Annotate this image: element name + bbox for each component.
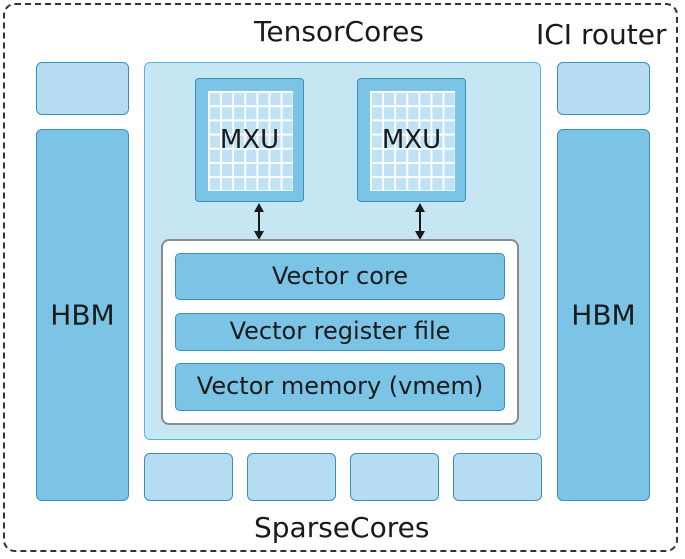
- top-left-block: [36, 62, 129, 115]
- sparsecore-4: [453, 453, 542, 501]
- arrow-left-bidirectional-icon: [254, 203, 264, 240]
- mxu-right-grid: [370, 91, 455, 191]
- hbm-left-label: HBM: [50, 298, 115, 332]
- mxu-left: MXU: [195, 78, 304, 202]
- sparsecore-2: [247, 453, 336, 501]
- hbm-right-label: HBM: [571, 298, 636, 332]
- mxu-left-grid: [208, 91, 293, 191]
- chip-outline: [3, 3, 678, 552]
- vector-register-file: Vector register file: [175, 313, 505, 351]
- hbm-right: HBM: [557, 129, 650, 501]
- arrow-right-bidirectional-icon: [415, 203, 425, 240]
- vector-memory: Vector memory (vmem): [175, 363, 505, 411]
- mxu-right: MXU: [357, 78, 466, 202]
- vector-core: Vector core: [175, 253, 505, 300]
- sparsecore-1: [144, 453, 233, 501]
- hbm-left: HBM: [36, 129, 129, 501]
- mxu-left-label: MXU: [219, 125, 280, 155]
- tensorcores-label: TensorCores: [254, 15, 424, 48]
- ici-router-block: [557, 62, 650, 115]
- mxu-right-label: MXU: [381, 125, 442, 155]
- sparsecores-label: SparseCores: [254, 511, 430, 544]
- sparsecore-3: [350, 453, 439, 501]
- ici-router-label: ICI router: [536, 18, 667, 51]
